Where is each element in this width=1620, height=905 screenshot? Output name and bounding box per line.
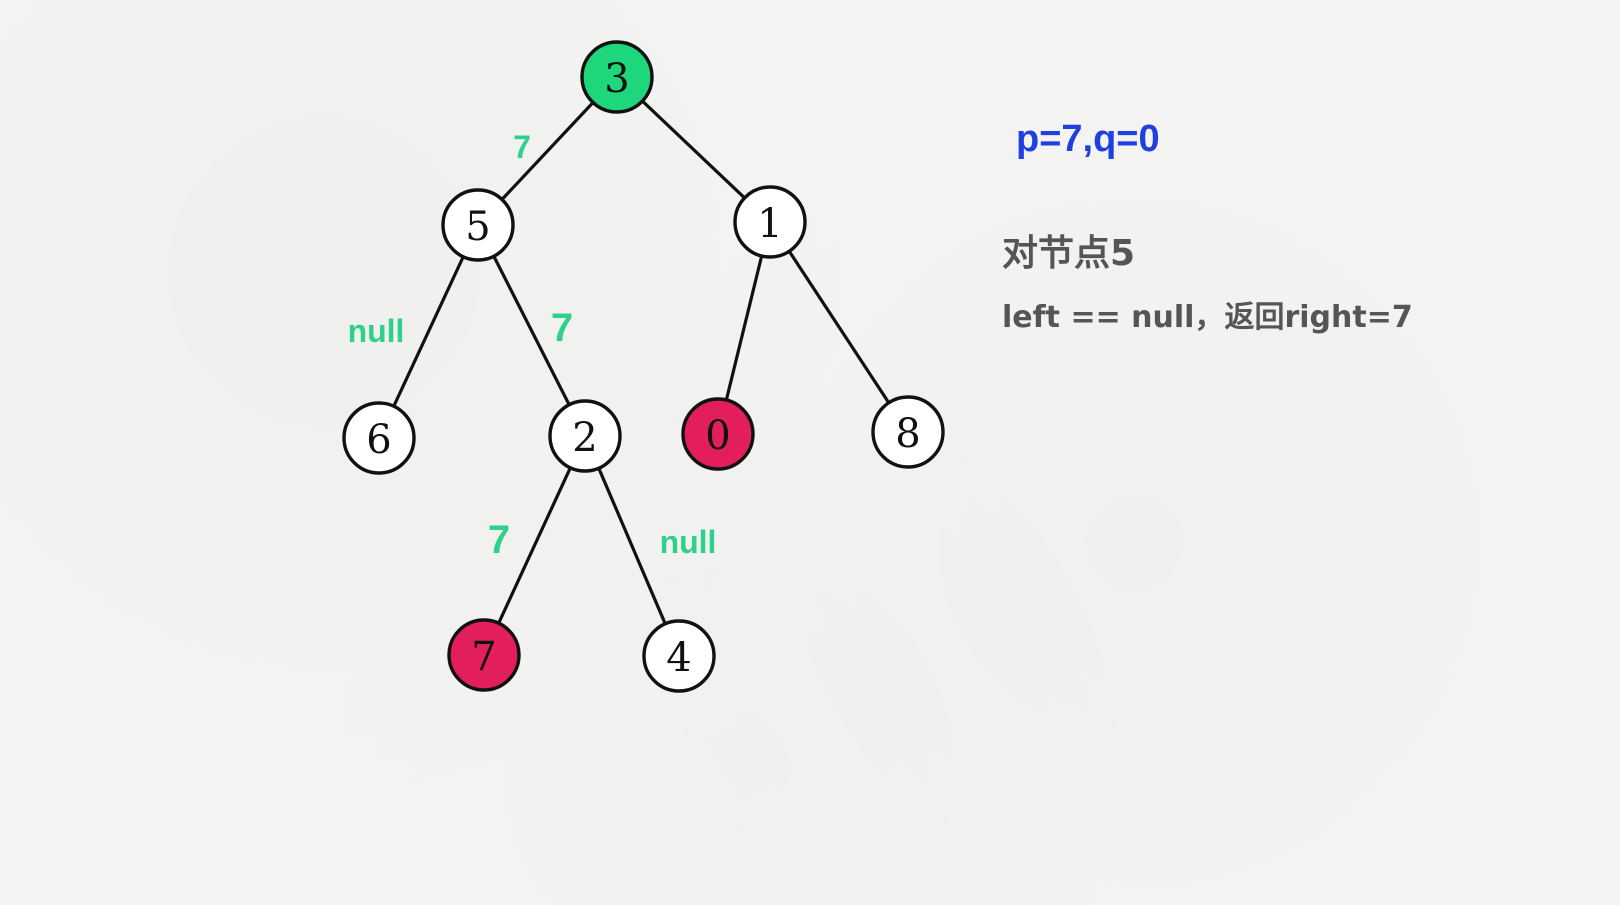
edge-label-3-5: 7 bbox=[513, 129, 531, 165]
node-value-2: 2 bbox=[572, 415, 597, 461]
node-circle-0 bbox=[681, 397, 755, 471]
node-circle-2 bbox=[548, 399, 622, 473]
node-value-6: 6 bbox=[366, 417, 391, 463]
edge-3-5 bbox=[500, 100, 595, 202]
node-circle-8 bbox=[871, 395, 945, 469]
explanation-text: left == null，返回right=7 bbox=[1002, 300, 1413, 335]
params-text: p=7,q=0 bbox=[1016, 118, 1160, 160]
edge-label-5-2: 7 bbox=[551, 306, 573, 350]
tree-node-8: 8 bbox=[871, 395, 945, 469]
tree-node-3: 3 bbox=[580, 40, 654, 114]
tree-node-2: 2 bbox=[548, 399, 622, 473]
edge-3-1 bbox=[640, 99, 747, 200]
edge-label-5-6: null bbox=[348, 313, 405, 349]
node-circle-7 bbox=[447, 618, 521, 692]
edge-label-2-4: null bbox=[660, 524, 717, 560]
node-value-3: 3 bbox=[604, 56, 629, 102]
tree-node-1: 1 bbox=[733, 185, 807, 259]
edge-1-0 bbox=[724, 254, 764, 402]
tree-node-0: 0 bbox=[681, 397, 755, 471]
edge-2-4 bbox=[597, 466, 667, 626]
focus-node-title: 对节点5 bbox=[1002, 233, 1136, 274]
node-circle-3 bbox=[580, 40, 654, 114]
node-circle-6 bbox=[342, 401, 416, 475]
tree-node-7: 7 bbox=[447, 618, 521, 692]
edge-1-8 bbox=[787, 249, 891, 405]
edge-2-7 bbox=[497, 466, 572, 625]
node-circle-5 bbox=[441, 188, 515, 262]
node-value-1: 1 bbox=[757, 201, 782, 247]
tree-node-6: 6 bbox=[342, 401, 416, 475]
tree-node-5: 5 bbox=[441, 188, 515, 262]
node-value-4: 4 bbox=[666, 635, 691, 681]
node-value-7: 7 bbox=[471, 634, 496, 680]
edge-5-6 bbox=[392, 255, 465, 408]
node-value-5: 5 bbox=[465, 204, 490, 250]
node-circle-4 bbox=[642, 619, 716, 693]
node-circle-1 bbox=[733, 185, 807, 259]
tree-node-4: 4 bbox=[642, 619, 716, 693]
edge-5-2 bbox=[492, 254, 571, 407]
node-value-8: 8 bbox=[895, 411, 920, 457]
edge-label-2-7: 7 bbox=[488, 518, 510, 562]
node-value-0: 0 bbox=[705, 413, 730, 459]
